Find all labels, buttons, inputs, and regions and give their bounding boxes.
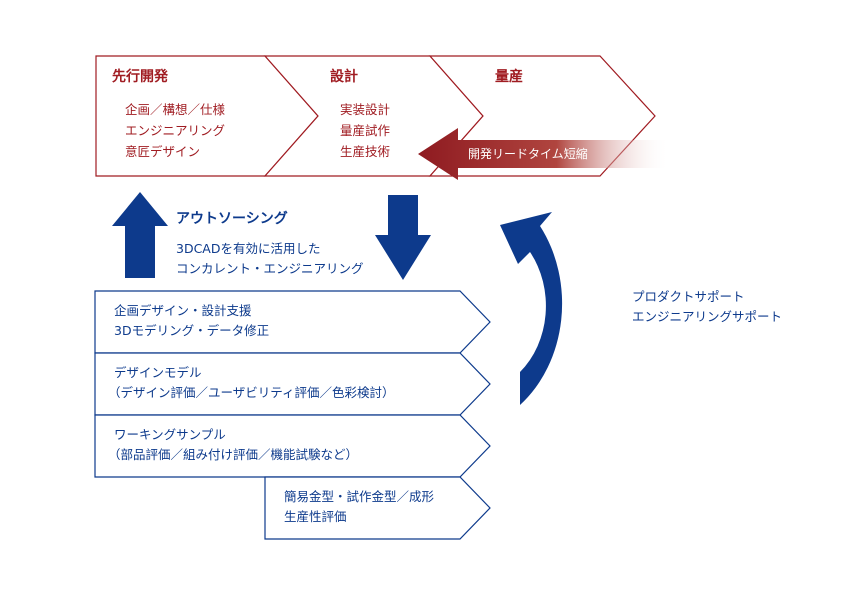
stage-advanced-dev-item: 企画／構想／仕様 (125, 102, 226, 117)
stage-advanced-dev-title: 先行開発 (112, 69, 168, 85)
service-3-line: ワーキングサンプル (114, 427, 226, 442)
service-2-line: デザインモデル (114, 365, 202, 380)
curved-support-arrow-icon (500, 212, 563, 405)
stage-design-item: 生産技術 (340, 144, 391, 159)
service-1-line: 企画デザイン・設計支援 (114, 303, 252, 318)
service-4-line: 簡易金型・試作金型／成形 (284, 489, 435, 504)
leadtime-arrow (418, 128, 670, 180)
service-3-line: （部品評価／組み付け評価／機能試験など） (108, 447, 359, 462)
service-box-1 (94, 290, 491, 354)
service-box-3 (94, 414, 491, 478)
support-label: プロダクトサポート (632, 289, 745, 304)
service-4-line: 生産性評価 (284, 509, 347, 524)
stage-advanced-dev-item: エンジニアリング (125, 123, 226, 138)
stage-advanced-dev-item: 意匠デザイン (125, 144, 201, 159)
stage-design-item: 量産試作 (340, 123, 391, 138)
stage-design-item: 実装設計 (340, 102, 391, 117)
outsourcing-desc: 3DCADを有効に活用した (176, 241, 321, 256)
down-arrow-icon (375, 195, 431, 280)
support-label: エンジニアリングサポート (632, 309, 783, 324)
stage-mass-production-title: 量産 (495, 69, 523, 85)
outsourcing-title: アウトソーシング (176, 211, 288, 227)
leadtime-label: 開発リードタイム短縮 (468, 147, 588, 161)
service-box-2 (94, 352, 491, 416)
stage-design-title: 設計 (330, 69, 358, 85)
up-arrow-icon (112, 192, 168, 278)
service-box-4 (264, 476, 491, 540)
service-2-line: （デザイン評価／ユーザビリティ評価／色彩検討） (108, 385, 395, 400)
outsourcing-desc: コンカレント・エンジニアリング (176, 261, 364, 276)
service-1-line: 3Dモデリング・データ修正 (114, 323, 270, 338)
